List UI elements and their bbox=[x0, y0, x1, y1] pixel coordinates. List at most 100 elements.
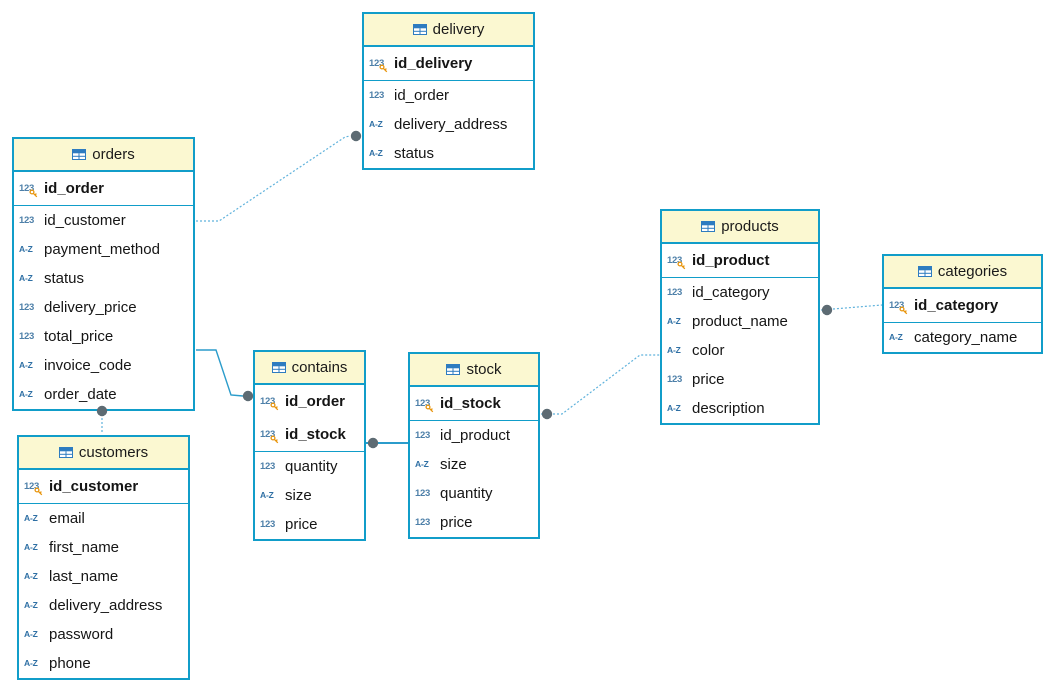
column-name: id_stock bbox=[440, 395, 501, 412]
column-name: id_product bbox=[692, 252, 770, 269]
table-grid-icon bbox=[701, 221, 716, 232]
text-type-icon: A-Z bbox=[24, 600, 38, 611]
primary-key-icon bbox=[34, 487, 43, 496]
table-header-categories[interactable]: categories bbox=[884, 256, 1041, 289]
numeric-type-icon: 123 bbox=[260, 518, 275, 530]
column-name: id_order bbox=[44, 180, 105, 197]
pk-separator bbox=[410, 420, 538, 421]
column-name: order_date bbox=[44, 386, 117, 403]
column-name: id_category bbox=[692, 284, 770, 301]
column-name: quantity bbox=[440, 485, 493, 502]
table-grid-icon bbox=[917, 266, 932, 277]
table-header-delivery[interactable]: delivery bbox=[364, 14, 533, 47]
pk-separator bbox=[14, 205, 193, 206]
column-contains-size[interactable]: A-Z size bbox=[255, 481, 364, 510]
table-header-products[interactable]: products bbox=[662, 211, 818, 244]
text-type-icon: A-Z bbox=[24, 542, 38, 553]
numeric-type-icon: 123 bbox=[260, 430, 281, 444]
text-type-icon: A-Z bbox=[24, 629, 38, 640]
column-name: invoice_code bbox=[44, 357, 132, 374]
table-name: categories bbox=[937, 263, 1008, 280]
relation-anchor-dot-contains-stock[interactable] bbox=[367, 437, 379, 449]
relation-line-products-categories[interactable] bbox=[820, 304, 883, 311]
column-name: description bbox=[692, 400, 765, 417]
column-customers-password[interactable]: A-Z password bbox=[19, 620, 188, 649]
text-type-icon: A-Z bbox=[19, 360, 33, 371]
text-type-icon: A-Z bbox=[24, 658, 38, 669]
column-name: first_name bbox=[49, 539, 120, 556]
relation-anchor-dot-orders-contains[interactable] bbox=[242, 390, 254, 402]
text-type-icon: A-Z bbox=[260, 490, 274, 501]
text-type-icon: A-Z bbox=[24, 513, 38, 524]
column-name: password bbox=[49, 626, 114, 643]
column-orders-invoice_code[interactable]: A-Z invoice_code bbox=[14, 351, 193, 380]
column-name: id_order bbox=[394, 87, 450, 104]
column-orders-order_date[interactable]: A-Z order_date bbox=[14, 380, 193, 409]
column-products-id_category[interactable]: 123 id_category bbox=[662, 278, 818, 307]
relation-anchor-dot-orders-delivery[interactable] bbox=[350, 130, 362, 142]
relation-anchor-dot-products-categories[interactable] bbox=[821, 304, 833, 316]
relation-line-stock-products[interactable] bbox=[541, 354, 660, 415]
table-grid-icon bbox=[58, 447, 73, 458]
table-grid-icon bbox=[72, 149, 87, 160]
table-header-contains[interactable]: contains bbox=[255, 352, 364, 385]
primary-key-icon bbox=[425, 404, 434, 413]
numeric-type-icon: 123 bbox=[24, 482, 45, 496]
relation-line-orders-delivery[interactable] bbox=[196, 135, 351, 222]
pk-separator bbox=[662, 277, 818, 278]
relation-line-orders-contains[interactable] bbox=[196, 349, 244, 397]
column-name: last_name bbox=[49, 568, 119, 585]
table-header-stock[interactable]: stock bbox=[410, 354, 538, 387]
column-customers-first_name[interactable]: A-Z first_name bbox=[19, 533, 188, 562]
text-type-icon: A-Z bbox=[19, 389, 33, 400]
numeric-type-icon: 123 bbox=[667, 286, 682, 298]
table-header-orders[interactable]: orders bbox=[14, 139, 193, 172]
relation-anchor-dot-stock-products[interactable] bbox=[541, 408, 553, 420]
column-name: quantity bbox=[285, 458, 338, 475]
table-header-customers[interactable]: customers bbox=[19, 437, 188, 470]
column-name: id_order bbox=[285, 393, 346, 410]
column-name: size bbox=[285, 487, 312, 504]
table-name: orders bbox=[92, 146, 135, 163]
text-type-icon: A-Z bbox=[415, 459, 429, 470]
